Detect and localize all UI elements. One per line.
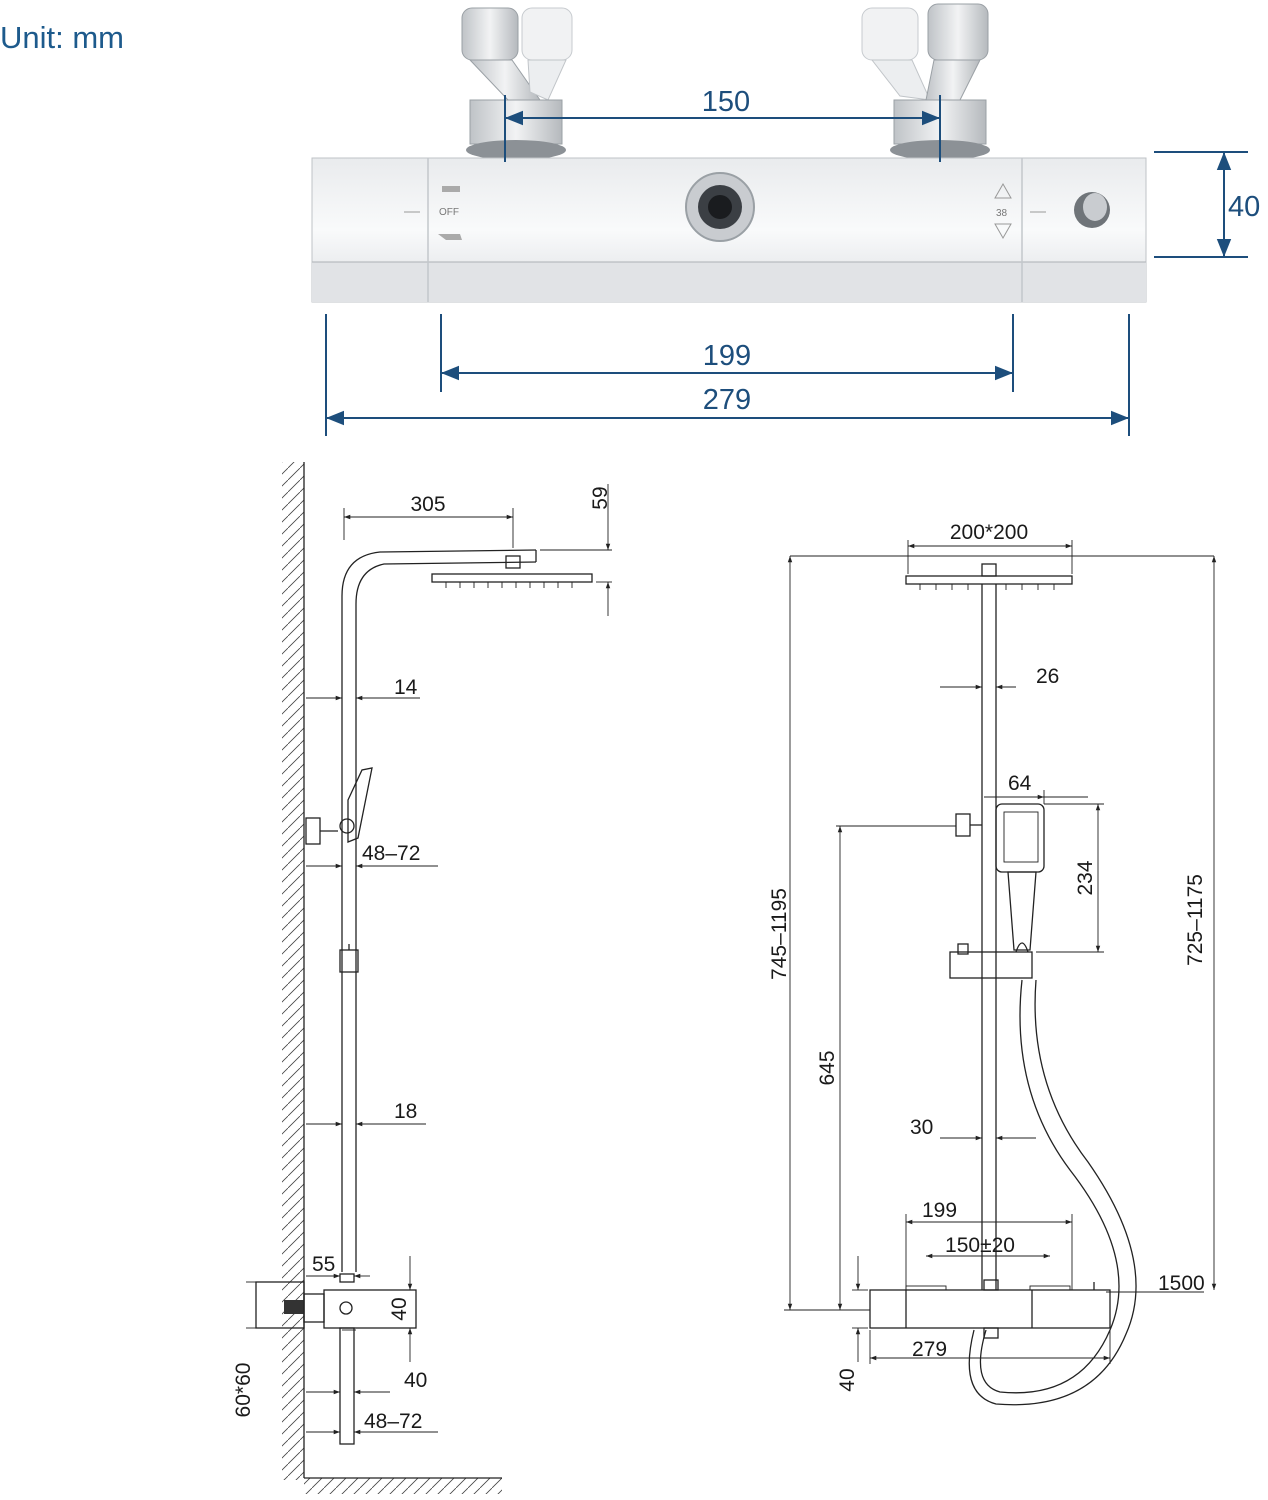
floor — [304, 1478, 502, 1494]
temp-label: 38 — [996, 208, 1008, 219]
dim-outlet: 48–72 — [364, 1410, 422, 1433]
wall-plate — [255, 1281, 305, 1329]
increase-temp-icon — [994, 182, 1012, 199]
dim-plate: 60*60 — [232, 1363, 255, 1418]
dim-inner: 199 — [703, 340, 751, 372]
dim-handset-width: 64 — [1008, 772, 1032, 795]
dim-holder-height: 645 — [816, 1050, 839, 1085]
slider — [949, 951, 1033, 979]
right-inlet — [861, 3, 990, 160]
front-view: 200*200 26 64 234 745–1195 725–1175 645 … — [768, 521, 1217, 1406]
dim-head-thickness: 59 — [589, 486, 612, 509]
dim-head-size: 200*200 — [950, 521, 1028, 544]
mixer-bar: OFF 38 — [311, 157, 1147, 303]
dim-mixer-inner: 199 — [922, 1199, 957, 1222]
dim-rail-height: 725–1175 — [1184, 874, 1207, 966]
dim-head-reach: 305 — [410, 493, 445, 516]
dim-pipe-offset: 18 — [394, 1100, 417, 1123]
dim-total-height: 745–1195 — [768, 888, 791, 980]
dim-mixer-height-side: 40 — [388, 1297, 411, 1320]
dim-mixer-depth: 55 — [312, 1253, 335, 1276]
side-view: 305 59 14 48–72 18 55 40 60*60 40 48–72 — [232, 462, 612, 1494]
unit-label: Unit: mm — [0, 20, 124, 55]
dim-rail-offset: 14 — [394, 676, 418, 699]
hose — [979, 979, 1120, 1394]
off-label: OFF — [439, 207, 459, 218]
dim-pipe-dia: 26 — [1036, 665, 1059, 688]
dim-inlets: 150±20 — [945, 1234, 1015, 1257]
shower-head-icon — [442, 186, 460, 192]
left-inlet — [461, 7, 573, 160]
overhead-shower-head — [431, 573, 593, 583]
dim-handset-length: 234 — [1074, 860, 1097, 895]
dim-overall: 279 — [703, 384, 751, 416]
hose-outlet — [339, 1327, 355, 1445]
dim-spout: 40 — [404, 1369, 427, 1392]
dim-mixer-height-front: 40 — [836, 1368, 859, 1391]
dim-inlet-spacing: 150 — [702, 86, 750, 118]
dim-mixer-width: 279 — [912, 1338, 947, 1361]
hand-shower-side — [347, 767, 373, 843]
wall — [282, 462, 304, 1480]
dim-lower-pipe: 30 — [910, 1116, 933, 1139]
overhead-shower-head-front — [905, 575, 1073, 585]
dim-bracket: 48–72 — [362, 842, 420, 865]
decrease-temp-icon — [994, 223, 1012, 240]
dim-hose: 1500 — [1158, 1272, 1205, 1295]
hand-shower-icon — [438, 234, 462, 240]
dim-height: 40 — [1228, 191, 1260, 223]
top-view: OFF 38 150 40 199 — [311, 3, 1260, 436]
